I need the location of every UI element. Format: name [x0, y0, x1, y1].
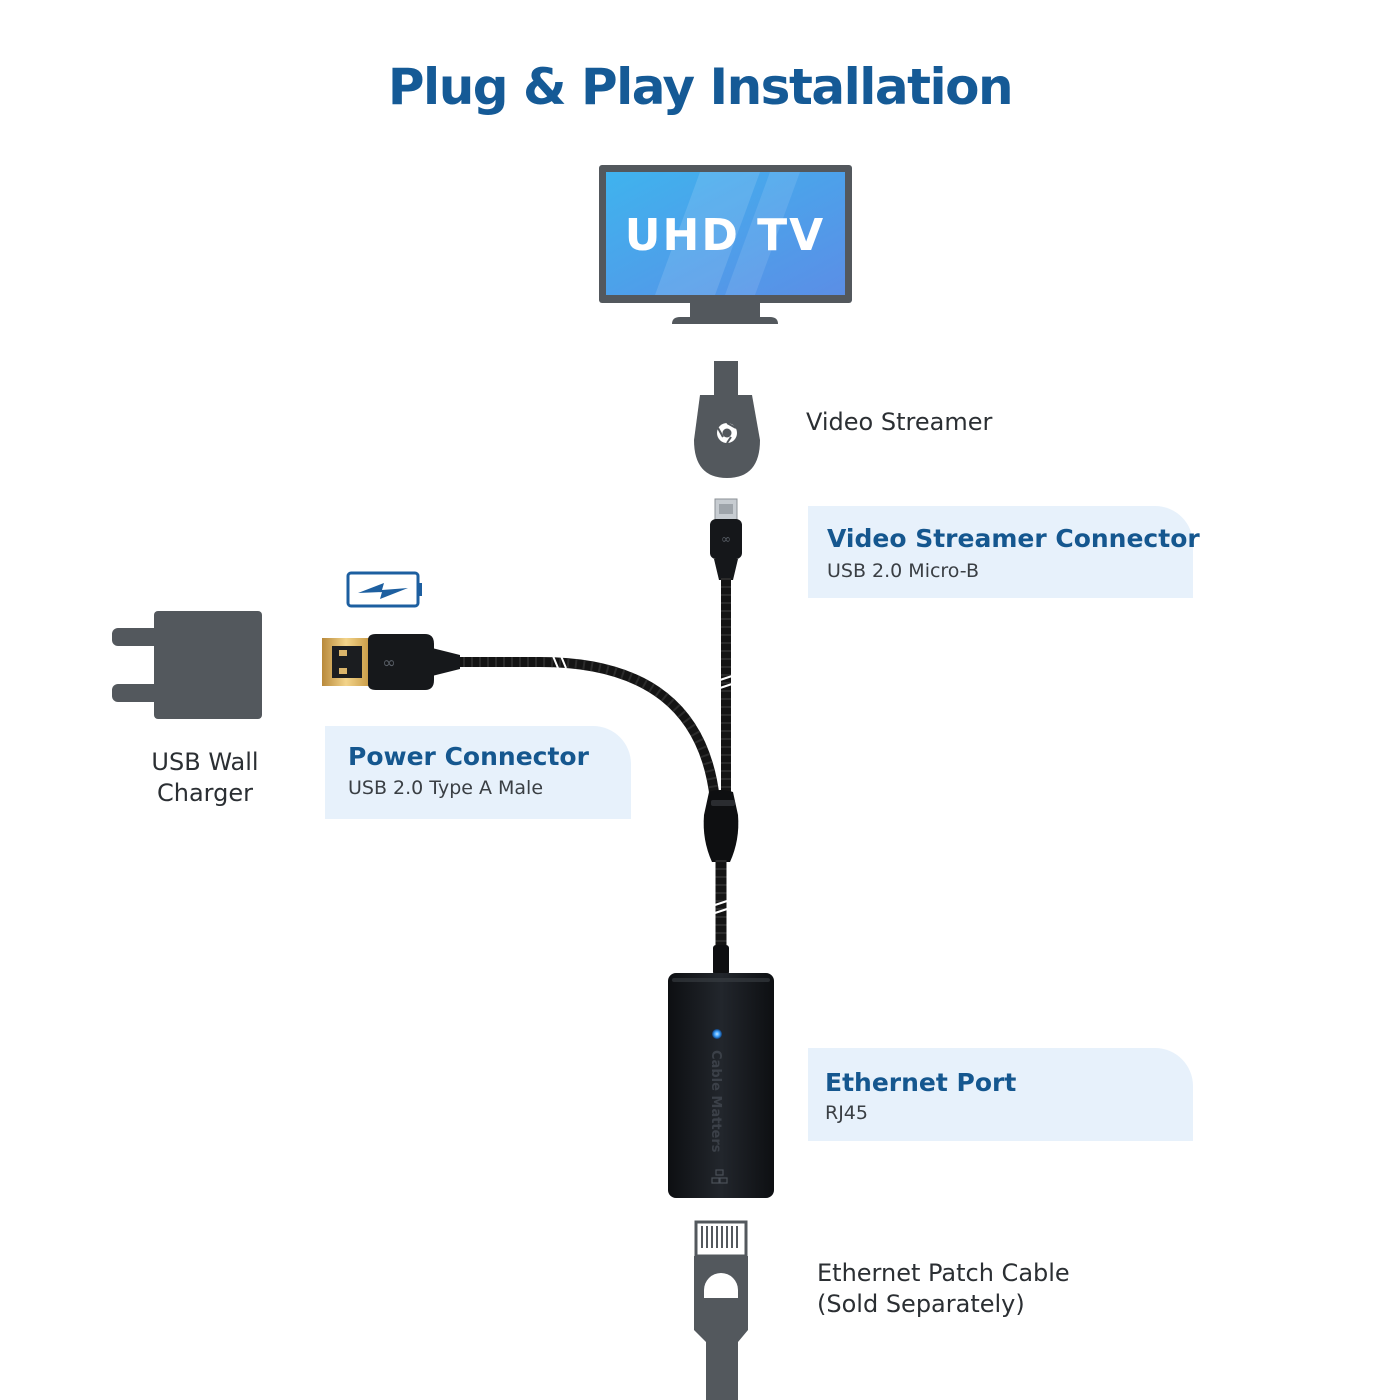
- wall-charger-icon: [112, 611, 262, 719]
- page-title: Plug & Play Installation: [387, 58, 1014, 116]
- callout-subtitle: RJ45: [825, 1102, 868, 1124]
- tv-screen-label: UHD TV: [625, 210, 825, 261]
- adapter-brand-text: Cable Matters: [708, 1050, 723, 1153]
- battery-charging-icon: [346, 571, 422, 608]
- ethernet-adapter-icon: Cable Matters: [668, 973, 774, 1198]
- micro-usb-plug-icon: ∞: [710, 498, 742, 580]
- callout-power-connector: Power Connector USB 2.0 Type A Male: [325, 726, 631, 819]
- wall-charger-label: USB Wall Charger: [110, 747, 300, 809]
- wall-charger-label-line-2: Charger: [157, 779, 253, 807]
- chrome-logo-icon: [717, 422, 737, 444]
- rj45-plug-icon: [694, 1220, 748, 1400]
- svg-text:∞: ∞: [721, 532, 731, 546]
- callout-subtitle: USB 2.0 Micro-B: [827, 560, 979, 582]
- callout-title: Ethernet Port: [825, 1068, 1017, 1097]
- callout-ethernet-port: Ethernet Port RJ45: [808, 1048, 1193, 1141]
- video-streamer-icon: [694, 361, 760, 478]
- network-port-icon: [711, 1169, 728, 1184]
- wall-charger-label-line-1: USB Wall: [151, 748, 259, 776]
- patch-cable-label-line-2: (Sold Separately): [817, 1290, 1025, 1318]
- tv-icon: UHD TV: [599, 165, 852, 324]
- status-led: [712, 1029, 722, 1039]
- callout-subtitle: USB 2.0 Type A Male: [348, 777, 544, 799]
- patch-cable-label-line-1: Ethernet Patch Cable: [817, 1259, 1070, 1287]
- patch-cable-label: Ethernet Patch Cable (Sold Separately): [817, 1258, 1070, 1320]
- video-streamer-label: Video Streamer: [806, 408, 993, 436]
- callout-video-streamer-connector: Video Streamer Connector USB 2.0 Micro-B: [808, 506, 1200, 598]
- cable-junction: [703, 790, 739, 862]
- usb-a-plug-icon: ∞: [322, 634, 460, 690]
- callout-title: Power Connector: [348, 742, 589, 771]
- svg-text:∞: ∞: [382, 653, 395, 672]
- callout-title: Video Streamer Connector: [827, 524, 1200, 553]
